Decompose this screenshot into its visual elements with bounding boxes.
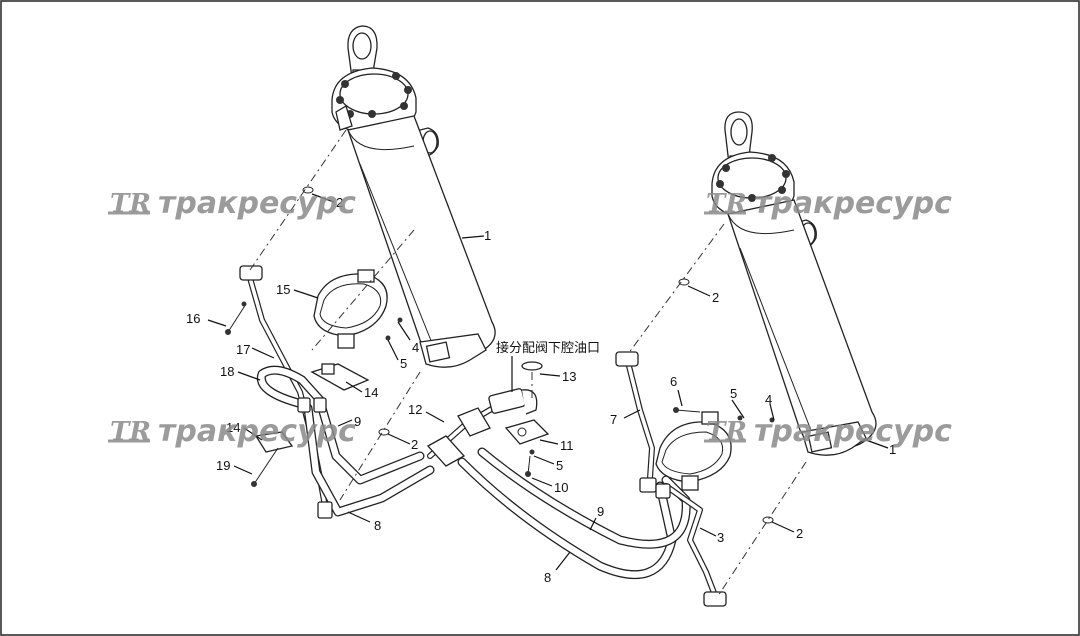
clamp-bracket-14-lower (254, 431, 294, 453)
callout-15: 15 (276, 282, 290, 297)
callout-18: 18 (220, 364, 234, 379)
right-clamp-band (655, 411, 732, 491)
watermark-top-left: TR тракресурс (108, 186, 356, 221)
callout-16: 16 (186, 311, 200, 326)
callout-5-left: 5 (400, 356, 407, 371)
assembly-axis-lines (249, 129, 807, 597)
o-ring-13 (521, 361, 543, 371)
callout-5-right: 5 (730, 386, 737, 401)
clamp-bracket-14 (310, 363, 370, 391)
distributor-valve-port-note: 接分配阀下腔油口 (496, 340, 600, 356)
watermark-text: тракресурс (754, 414, 952, 449)
callout-10: 10 (554, 480, 568, 495)
callout-13: 13 (562, 369, 576, 384)
watermark-bottom-right: TR тракресурс (704, 414, 952, 449)
callout-14-lower: 14 (226, 420, 240, 435)
watermark-text: тракресурс (754, 186, 952, 221)
watermark-bottom-left: TR тракресурс (108, 414, 356, 449)
callout-11: 11 (560, 438, 574, 453)
callout-9-center: 9 (597, 504, 604, 519)
callout-5-center: 5 (556, 458, 563, 473)
callout-2-a: 2 (336, 195, 343, 210)
right-hydraulic-cylinder (711, 111, 877, 456)
callout-2-b: 2 (712, 290, 719, 305)
callout-labels: 1 1 2 2 2 2 3 4 4 5 5 5 6 7 8 8 9 9 10 1… (186, 195, 896, 585)
watermark-text: тракресурс (158, 414, 356, 449)
distributor-block-11 (488, 388, 550, 445)
callout-1-left: 1 (484, 228, 491, 243)
callout-8-left: 8 (374, 518, 381, 533)
hydraulic-lines (239, 265, 727, 607)
callout-14-upper: 14 (364, 385, 378, 400)
left-hydraulic-cylinder (331, 25, 496, 368)
callout-12: 12 (408, 402, 422, 417)
callout-7: 7 (610, 412, 617, 427)
left-clamp-band (313, 269, 388, 349)
callout-19: 19 (216, 458, 230, 473)
callout-2-c: 2 (411, 437, 418, 452)
callout-8-center: 8 (544, 570, 551, 585)
callout-2-d: 2 (796, 526, 803, 541)
callout-4-left: 4 (412, 340, 419, 355)
callout-1-right: 1 (889, 442, 896, 457)
watermark-top-right: TR тракресурс (704, 186, 952, 221)
callout-3: 3 (717, 530, 724, 545)
callout-17: 17 (236, 342, 250, 357)
callout-4-right: 4 (765, 392, 772, 407)
callout-9-left: 9 (354, 414, 361, 429)
watermark-text: тракресурс (158, 186, 356, 221)
fasteners (225, 301, 775, 487)
callout-6: 6 (670, 374, 677, 389)
leader-lines (207, 193, 889, 571)
